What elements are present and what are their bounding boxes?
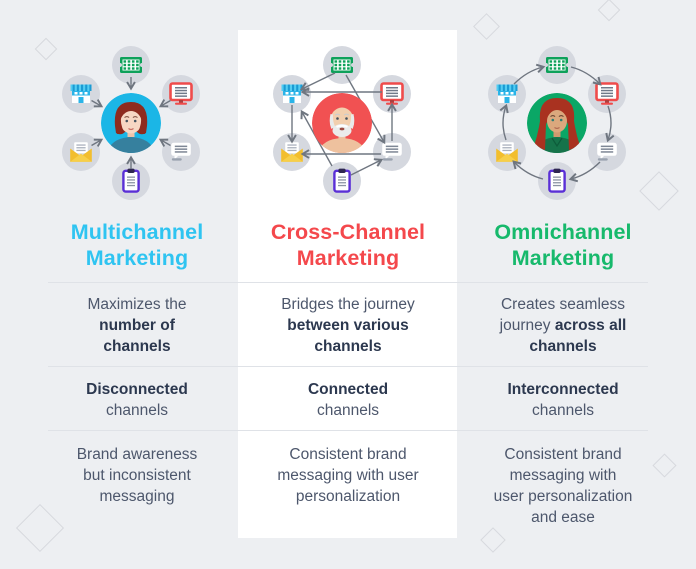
customer-avatar [312,93,372,153]
row-divider [48,366,648,367]
title-line: Marketing [511,246,615,270]
title-line: Marketing [85,246,189,270]
multichannel-illustration [31,28,231,218]
omnichannel-illustration [457,28,657,218]
title-line: Marketing [296,246,400,270]
title-line: Multichannel [70,220,204,244]
diamond-decoration [15,503,65,553]
customer-avatar [527,93,587,153]
diamond-decoration [597,0,621,22]
row-divider [48,430,648,431]
cross-channel-illustration [242,28,442,218]
title-line: Cross-Channel [270,220,426,244]
customer-avatar [101,93,161,153]
column-title-multichannel: Multichannel Marketing [31,219,243,271]
diamond-decoration [480,527,506,553]
title-line: Omnichannel [494,220,632,244]
column-title-cross-channel: Cross-Channel Marketing [242,219,454,271]
row-divider [48,282,648,283]
column-title-omnichannel: Omnichannel Marketing [457,219,669,271]
